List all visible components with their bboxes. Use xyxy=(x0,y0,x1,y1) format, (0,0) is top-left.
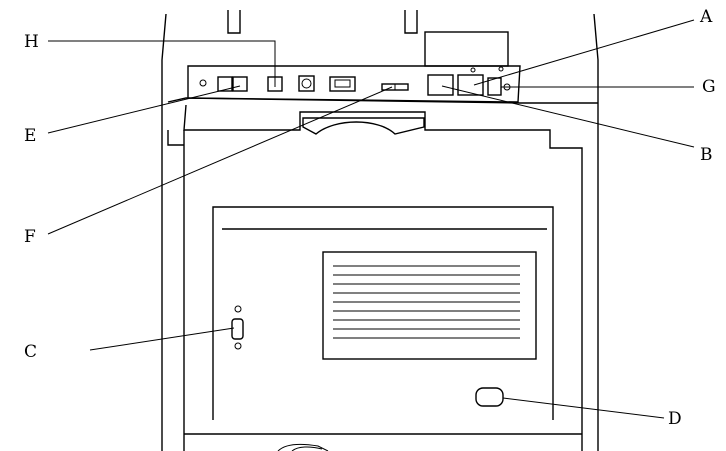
dual-port-e-left xyxy=(217,76,233,92)
bottom-cable-2 xyxy=(291,446,323,451)
callout-h: H xyxy=(24,32,39,52)
network-port-b xyxy=(427,74,454,96)
lid-handle xyxy=(302,117,425,135)
vent-slats xyxy=(333,265,520,339)
serial-port-frame xyxy=(329,76,356,92)
callout-e: E xyxy=(24,126,36,146)
label-plate xyxy=(424,31,509,67)
connector-panel xyxy=(187,65,521,103)
led-a xyxy=(470,67,476,73)
leader-f xyxy=(47,86,393,235)
round-jack-frame xyxy=(298,75,315,92)
latch-screw-bottom xyxy=(234,342,242,350)
serial-port-inner xyxy=(334,79,351,88)
leader-b xyxy=(441,85,695,148)
leader-e xyxy=(47,85,241,134)
leader-a xyxy=(473,19,695,86)
door-panel xyxy=(212,206,554,420)
lid-outline xyxy=(183,104,583,451)
button-d xyxy=(475,387,504,407)
panel-screw-left xyxy=(199,79,207,87)
latch-screw-top xyxy=(234,305,242,313)
latch-c xyxy=(231,318,244,340)
right-outer-wall xyxy=(593,13,599,451)
leader-c xyxy=(89,327,235,351)
network-port-a xyxy=(457,74,484,96)
leader-d xyxy=(502,397,665,419)
led-g xyxy=(498,66,504,72)
callout-g: G xyxy=(702,77,716,97)
callout-b: B xyxy=(700,145,713,165)
leader-h xyxy=(48,40,276,82)
dual-port-e-right xyxy=(232,76,248,92)
bottom-cable xyxy=(277,443,329,451)
shelf-edge xyxy=(167,97,598,104)
lid-left-edge xyxy=(167,130,184,146)
vent-grille xyxy=(322,251,537,360)
top-slot-left xyxy=(227,10,241,34)
callout-d: D xyxy=(668,409,682,429)
callout-a: A xyxy=(699,7,713,27)
top-slot-right xyxy=(404,10,418,34)
callout-f: F xyxy=(24,227,36,247)
callout-c: C xyxy=(24,342,37,362)
round-jack xyxy=(301,78,312,89)
left-outer-wall xyxy=(161,13,167,451)
